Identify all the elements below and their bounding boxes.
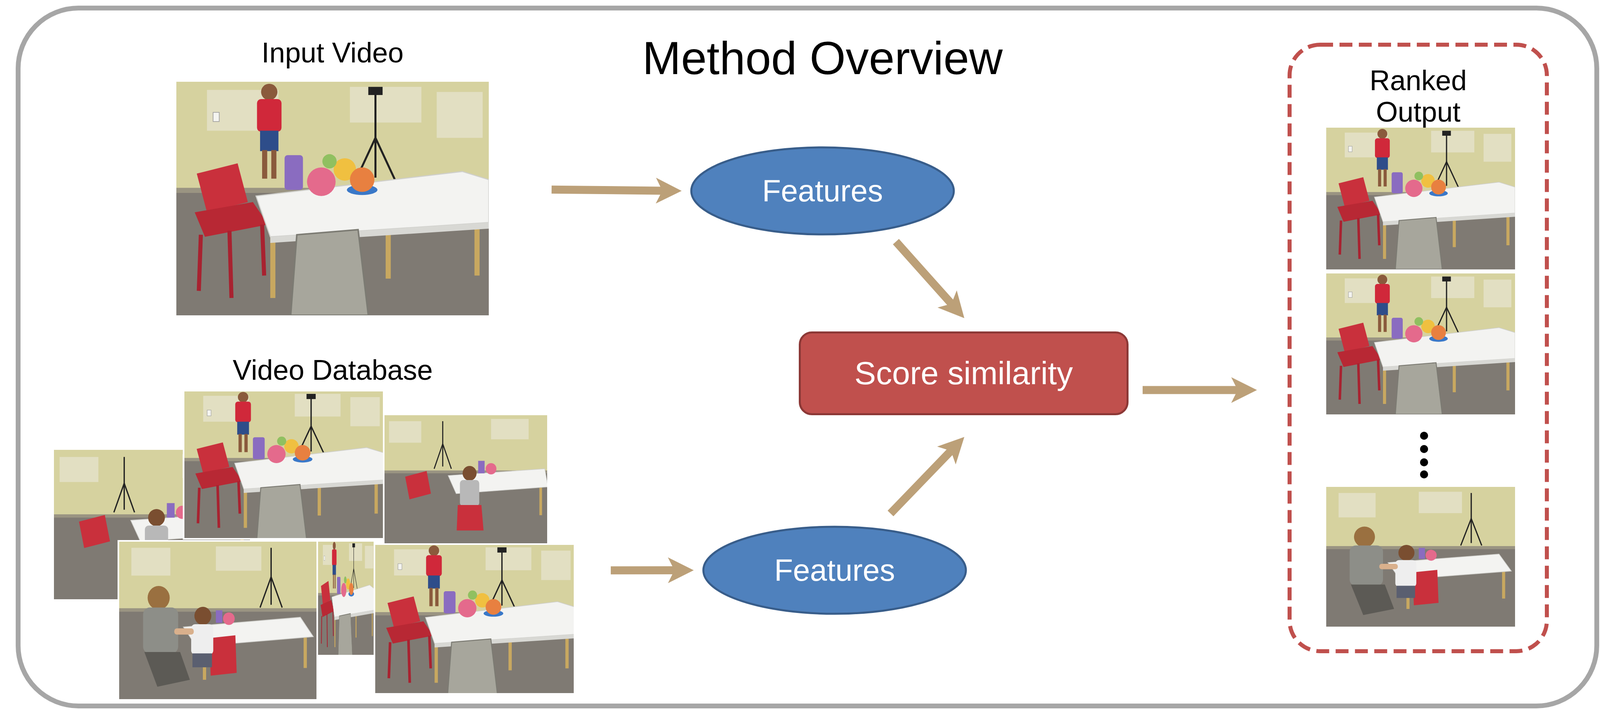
panel-heading: Ranked Output bbox=[1358, 64, 1479, 129]
outer-frame bbox=[18, 8, 1597, 706]
database-frame-outline bbox=[37, 354, 591, 700]
node-label: Score similarity bbox=[854, 355, 1073, 392]
still-edge bbox=[374, 543, 575, 694]
process-box: Score similarity bbox=[798, 331, 1129, 416]
box-shape bbox=[800, 332, 1128, 415]
still-edge bbox=[383, 414, 548, 544]
flow-arrow bbox=[610, 566, 681, 575]
flow-arrow bbox=[1142, 386, 1244, 395]
dashed-outline bbox=[1289, 44, 1547, 652]
text-holder: Input Video bbox=[160, 37, 505, 69]
diagram-title: Method Overview bbox=[419, 32, 1226, 85]
ellipse-shape bbox=[691, 147, 954, 235]
video-still bbox=[317, 540, 375, 656]
panel-heading: Video Database bbox=[55, 354, 610, 386]
video-still bbox=[176, 81, 489, 316]
database-collage bbox=[53, 390, 575, 700]
ellipse-shape bbox=[703, 526, 966, 614]
text-holder: Score similarity bbox=[854, 355, 1073, 392]
video-still bbox=[383, 414, 548, 544]
output-box: Ranked Output bbox=[1287, 42, 1549, 654]
video-still bbox=[118, 540, 318, 700]
flow-arrow bbox=[895, 241, 956, 309]
video-frame-outline bbox=[160, 37, 505, 316]
output-box-outline bbox=[1287, 42, 1549, 654]
text-holder: Features bbox=[774, 552, 896, 588]
ranked-stills bbox=[1326, 127, 1516, 627]
video-still bbox=[183, 390, 384, 539]
flow-arrow bbox=[890, 446, 956, 514]
video-still bbox=[1326, 486, 1516, 627]
features-ellipse: Features bbox=[702, 525, 968, 615]
database-frame: Video Database bbox=[37, 354, 591, 700]
ellipsis-dot bbox=[1420, 458, 1429, 467]
ellipsis-dot bbox=[1420, 470, 1429, 479]
text-holder: Ranked Output bbox=[1287, 64, 1549, 129]
text-holder: Features bbox=[762, 173, 883, 208]
flow-arrow bbox=[551, 189, 668, 191]
video-frame: Input Video bbox=[160, 37, 505, 316]
node-label: Features bbox=[762, 173, 883, 208]
still-edge bbox=[183, 390, 384, 539]
video-still bbox=[1326, 127, 1516, 270]
ellipsis-dot bbox=[1420, 431, 1429, 440]
video-still bbox=[374, 543, 575, 694]
text-holder: Video Database bbox=[55, 354, 610, 386]
ellipsis-dot bbox=[1420, 444, 1429, 453]
node-label: Features bbox=[774, 552, 896, 588]
still-edge bbox=[118, 540, 318, 700]
features-ellipse: Features bbox=[690, 146, 956, 236]
still-edge bbox=[317, 540, 375, 656]
video-still bbox=[1326, 273, 1516, 415]
panel-heading: Input Video bbox=[160, 37, 505, 69]
input-video-frame bbox=[176, 81, 489, 316]
